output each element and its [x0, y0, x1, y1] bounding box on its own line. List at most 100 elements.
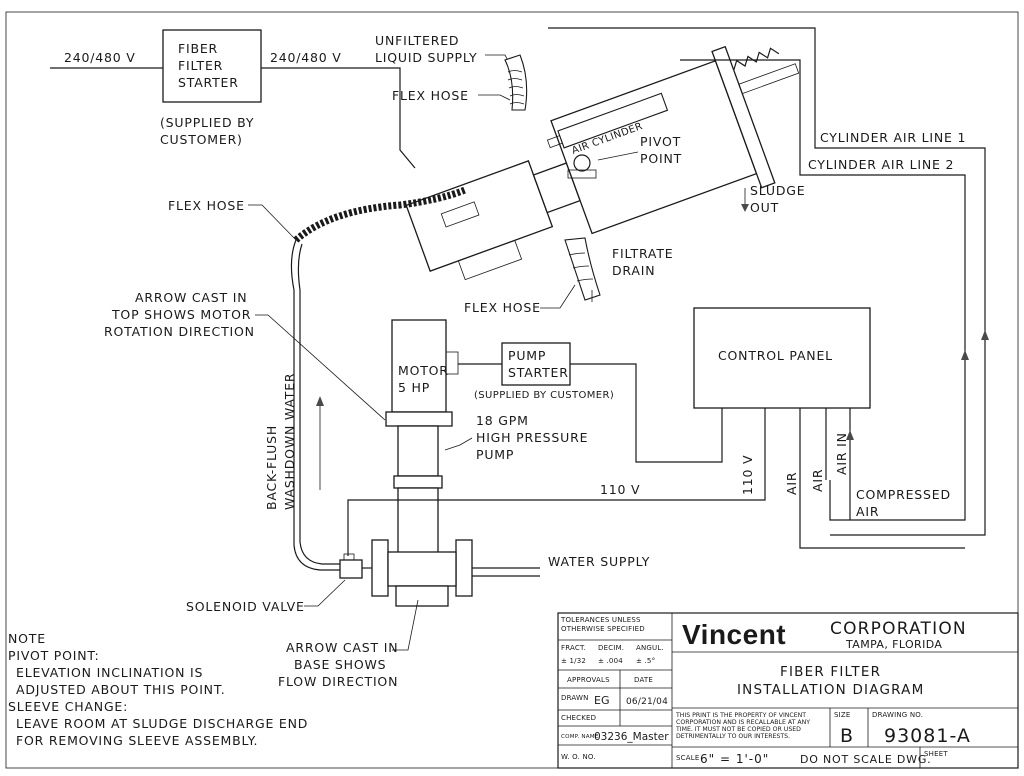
- tb-location: TAMPA, FLORIDA: [845, 638, 942, 651]
- label-starter: STARTER: [178, 75, 239, 90]
- tb-do-not-scale: DO NOT SCALE DWG.: [800, 753, 931, 766]
- label-pivot: PIVOT: [640, 134, 681, 149]
- tb-fract-val: ± 1/32: [561, 657, 586, 665]
- pump-inlet-flange: [371, 539, 389, 597]
- tb-title-1: FIBER FILTER: [780, 664, 881, 680]
- tb-comp-name-label: COMP. NAME: [561, 734, 599, 740]
- motor-nameplate: [440, 201, 480, 228]
- tb-notice-2: CORPORATION AND IS RECALLABLE AT ANY: [676, 719, 810, 726]
- tb-notice-3: TIME. IT MUST NOT BE COPIED OR USED: [675, 726, 801, 733]
- leader-arrow-cast-top: [255, 314, 386, 421]
- note-pivot-line-2: ADJUSTED ABOUT THIS POINT.: [16, 682, 226, 697]
- label-pump: PUMP: [476, 447, 514, 462]
- tb-drawn-label: DRAWN: [561, 694, 589, 702]
- label-pump-starter-1: PUMP: [508, 348, 546, 363]
- company-logo-wordmark: Vincent: [682, 619, 786, 650]
- control-panel-box: [693, 307, 871, 409]
- label-pump-starter-2: STARTER: [508, 365, 569, 380]
- fiber-filter-unit: [405, 45, 800, 281]
- tb-approvals: APPROVALS: [567, 676, 610, 684]
- label-cylinder-air-line-2: CYLINDER AIR LINE 2: [808, 157, 954, 172]
- pump-outlet-flange: [455, 539, 473, 597]
- label-filter: FILTER: [178, 58, 223, 73]
- tb-angul: ANGUL.: [636, 644, 664, 652]
- label-arrow-cast-top-3: ROTATION DIRECTION: [104, 324, 255, 339]
- leader-pump: [444, 437, 473, 451]
- note-sleeve-change: SLEEVE CHANGE:: [8, 699, 128, 714]
- pump-column-upper: [397, 425, 439, 477]
- power-line-to-motor: [261, 67, 416, 169]
- tb-drawing-no: 93081-A: [884, 725, 971, 747]
- label-solenoid-valve: SOLENOID VALVE: [186, 599, 305, 614]
- pump-stage-band: [393, 475, 443, 489]
- supply-hose-ribs: [507, 70, 525, 105]
- label-liquid-supply: LIQUID SUPPLY: [375, 50, 477, 65]
- arrow-air-line-2: [961, 350, 969, 360]
- note-pivot-line-1: ELEVATION INCLINATION IS: [16, 665, 203, 680]
- pump-base-body: [387, 551, 457, 587]
- air-in-arrow: [846, 430, 854, 440]
- cylinder-air-line-1: [548, 27, 986, 536]
- tb-comp-name: 03236_Master: [594, 731, 669, 743]
- tb-notice-1: THIS PRINT IS THE PROPERTY OF VINCENT: [675, 712, 806, 719]
- leader-flex-hose-top: [478, 94, 511, 101]
- air-line-a: [799, 408, 965, 549]
- tb-scale: 6" = 1'-0": [700, 752, 769, 766]
- tb-tolerances-2: OTHERWISE SPECIFIED: [561, 625, 645, 633]
- washdown-flow-arrow-head: [316, 396, 324, 406]
- solenoid-valve: [339, 559, 363, 579]
- arrow-air-line-1: [981, 330, 989, 340]
- supply-hose: [504, 54, 528, 111]
- label-fiber: FIBER: [178, 41, 218, 56]
- label-back-flush: BACK-FLUSH: [264, 425, 279, 510]
- cylinder-air-line-2: [680, 59, 966, 521]
- label-240-480-left: 240/480 V: [64, 50, 136, 65]
- title-block-frame: [557, 612, 1019, 769]
- tb-angul-val: ± .5°: [636, 657, 655, 665]
- tb-corporation: CORPORATION: [830, 619, 967, 639]
- label-arrow-cast-top-1: ARROW CAST IN: [135, 290, 247, 305]
- sludge-arrow-head: [741, 204, 749, 212]
- end-plate: [711, 45, 776, 189]
- pump-base: [395, 585, 449, 607]
- pivot-bracket: [567, 169, 597, 179]
- label-arrow-cast-base-3: FLOW DIRECTION: [278, 674, 398, 689]
- label-out: OUT: [750, 200, 779, 215]
- spring-assembly: [733, 47, 780, 71]
- filtrate-hose-ribs: [568, 252, 594, 282]
- label-water-supply: WATER SUPPLY: [548, 554, 650, 569]
- filtrate-hose: [564, 237, 601, 301]
- tb-drawn-by: EG: [594, 694, 609, 707]
- solenoid-coil: [343, 553, 355, 561]
- label-customer: CUSTOMER): [160, 132, 243, 147]
- filter-motor-housing: [405, 160, 554, 272]
- leader-flex-hose-bottom: [540, 284, 576, 309]
- label-110v-horizontal: 110 V: [600, 482, 640, 497]
- tb-decim: DECIM.: [598, 644, 624, 652]
- tb-drawing-no-label: DRAWING NO.: [872, 711, 923, 719]
- label-drain: DRAIN: [612, 263, 655, 278]
- washdown-flex-hose-braid: [293, 186, 467, 243]
- fiber-filter-starter-box: [162, 29, 262, 103]
- label-110v-vertical: 110 V: [740, 455, 755, 495]
- leader-pivot: [597, 151, 639, 161]
- tb-date-label: DATE: [634, 676, 653, 684]
- discharge-rod: [738, 63, 800, 95]
- leader-flex-hose-left: [248, 204, 297, 241]
- label-point: POINT: [640, 151, 682, 166]
- line-110v-solenoid: [347, 408, 766, 556]
- label-flex-hose-top: FLEX HOSE: [392, 88, 469, 103]
- tb-scale-label: SCALE: [676, 754, 699, 762]
- tb-drawn-date: 06/21/04: [626, 697, 668, 707]
- label-unfiltered: UNFILTERED: [375, 33, 459, 48]
- tb-size-label: SIZE: [834, 711, 851, 719]
- tb-tolerances-1: TOLERANCES UNLESS: [560, 616, 641, 624]
- unit-base: [457, 239, 523, 281]
- starter-to-panel-line: [570, 363, 723, 463]
- tb-checked-label: CHECKED: [561, 714, 596, 722]
- leader-arrow-cast-base: [392, 599, 419, 651]
- note-sleeve-line-1: LEAVE ROOM AT SLUDGE DISCHARGE END: [16, 716, 308, 731]
- washdown-hose-inner: [297, 243, 345, 565]
